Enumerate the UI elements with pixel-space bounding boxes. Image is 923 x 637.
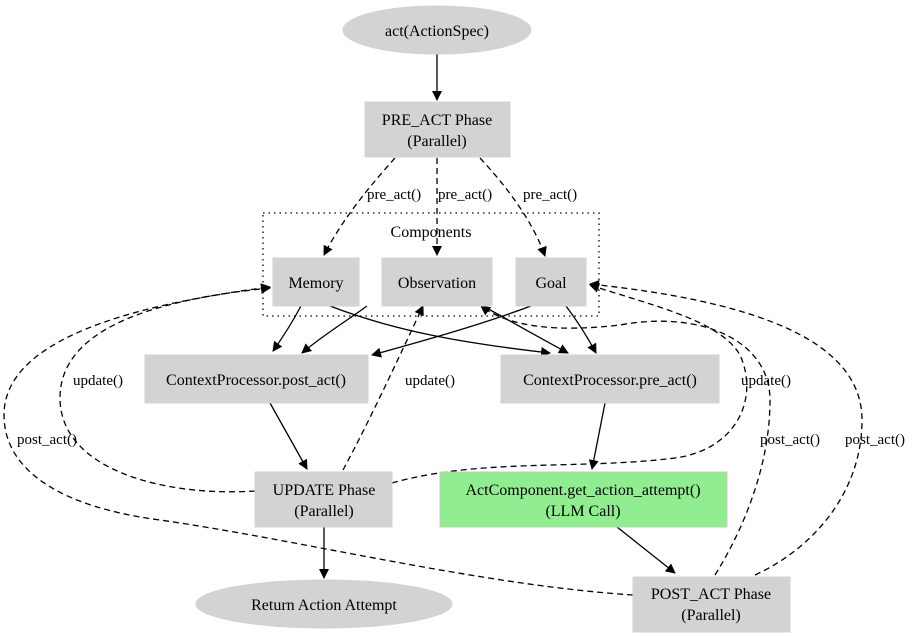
label-pre-act-goal: pre_act(): [523, 187, 577, 203]
solid-edges: [269, 54, 676, 579]
act-node-shape: [342, 5, 532, 55]
label-post-act-observation: post_act(): [760, 432, 820, 448]
node-observation: Observation: [381, 257, 493, 307]
node-return-attempt: Return Action Attempt: [195, 579, 453, 629]
goal-shape: [515, 257, 587, 307]
edge-goal-to-cp-post-act: [371, 305, 532, 358]
edge-cp-post-act-to-update-phase: [269, 402, 308, 470]
node-cp-post-act: ContextProcessor.post_act(): [144, 354, 369, 404]
pre-act-phase-label-line1: PRE_ACT Phase: [382, 112, 492, 129]
dashed-edges: [3, 157, 863, 596]
edge-cp-pre-act-to-act-component: [588, 402, 606, 470]
memory-label: Memory: [288, 275, 343, 292]
pre-act-phase-shape: [364, 101, 511, 158]
label-post-act-memory: post_act(): [17, 432, 77, 448]
components-cluster-label: Components: [391, 224, 472, 241]
update-phase-shape: [254, 471, 393, 528]
node-act: act(ActionSpec): [342, 5, 532, 55]
node-goal: Goal: [515, 257, 587, 307]
observation-shape: [381, 257, 493, 307]
node-pre-act-phase: PRE_ACT Phase (Parallel): [364, 101, 511, 158]
post-act-phase-label-line1: POST_ACT Phase: [651, 586, 771, 603]
node-memory: Memory: [272, 257, 360, 307]
components-cluster-border: [262, 212, 600, 317]
node-post-act-phase: POST_ACT Phase (Parallel): [632, 576, 791, 633]
act-node-label: act(ActionSpec): [385, 23, 489, 40]
edge-observation-to-cp-post-act: [301, 305, 368, 354]
post-act-phase-shape: [632, 576, 791, 633]
label-update-memory: update(): [73, 373, 123, 389]
components-cluster: Components: [262, 212, 600, 317]
edge-post-act-phase-to-goal: [589, 279, 863, 576]
act-component-label-line1: ActComponent.get_action_attempt(): [465, 482, 700, 499]
return-attempt-shape: [195, 579, 453, 629]
edge-pre-act-to-goal: [479, 157, 547, 257]
label-post-act-goal: post_act(): [845, 432, 905, 448]
edge-pre-act-to-memory: [323, 157, 396, 256]
memory-shape: [272, 257, 360, 307]
edge-update-phase-to-goal: [391, 283, 748, 484]
return-attempt-label: Return Action Attempt: [251, 597, 397, 614]
edge-post-act-phase-to-memory: [3, 283, 634, 596]
edge-act-component-to-post-act-phase: [616, 526, 676, 574]
goal-label: Goal: [535, 275, 567, 292]
cp-post-act-label: ContextProcessor.post_act(): [166, 372, 346, 389]
edge-update-phase-to-observation: [342, 305, 424, 471]
pre-act-phase-label-line2: (Parallel): [407, 133, 467, 150]
cp-pre-act-label: ContextProcessor.pre_act(): [523, 372, 697, 389]
edge-observation-to-cp-pre-act: [482, 305, 569, 354]
update-phase-label-line2: (Parallel): [294, 503, 354, 520]
act-component-shape: [439, 471, 728, 528]
cp-post-act-shape: [144, 354, 369, 404]
act-component-label-line2: (LLM Call): [545, 503, 620, 520]
observation-label: Observation: [398, 275, 476, 292]
post-act-phase-label-line2: (Parallel): [681, 607, 741, 624]
edge-memory-to-cp-post-act: [272, 305, 302, 352]
cp-pre-act-shape: [500, 354, 720, 404]
label-update-observation: update(): [405, 373, 455, 389]
edge-update-phase-to-memory: [59, 283, 271, 493]
label-update-goal: update(): [741, 373, 791, 389]
edge-memory-to-cp-pre-act: [329, 305, 551, 357]
node-cp-pre-act: ContextProcessor.pre_act(): [500, 354, 720, 404]
node-update-phase: UPDATE Phase (Parallel): [254, 471, 393, 528]
node-act-component: ActComponent.get_action_attempt() (LLM C…: [439, 471, 728, 528]
edge-labels: pre_act() pre_act() pre_act() update() u…: [17, 187, 905, 448]
edge-goal-to-cp-pre-act: [565, 305, 597, 354]
label-pre-act-memory: pre_act(): [367, 187, 421, 203]
update-phase-label-line1: UPDATE Phase: [273, 482, 376, 499]
label-pre-act-observation: pre_act(): [438, 187, 492, 203]
edge-post-act-phase-to-observation: [480, 305, 771, 576]
